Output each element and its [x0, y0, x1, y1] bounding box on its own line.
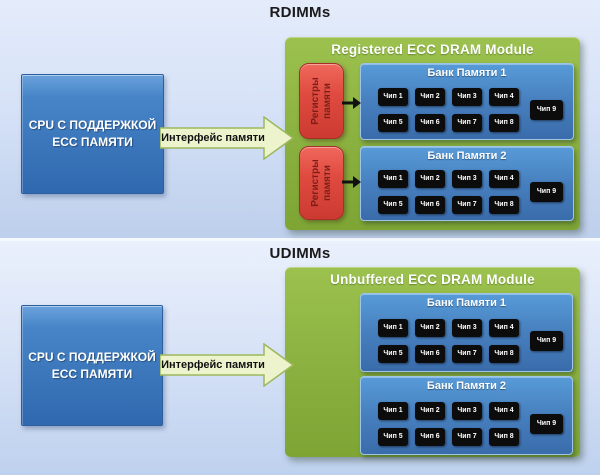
chip: Чип 5 [378, 195, 408, 214]
memory-register-1-label: Регистры памяти [309, 77, 333, 125]
rdimm-memory-bank-1: Банк Памяти 1 Чип 1 Чип 2 Чип 3 Чип 4 Чи… [360, 63, 574, 140]
register-to-bank-arrow-icon [342, 176, 361, 188]
memory-interface-arrow-icon [160, 116, 294, 160]
chip: Чип 7 [452, 195, 482, 214]
chip: Чип 5 [378, 344, 408, 363]
chip: Чип 8 [489, 113, 519, 132]
unbuffered-module: Unbuffered ECC DRAM Module Банк Памяти 1… [285, 267, 580, 457]
chip: Чип 5 [378, 427, 408, 446]
chip: Чип 1 [378, 169, 408, 188]
chip: Чип 7 [452, 113, 482, 132]
chip: Чип 6 [415, 113, 445, 132]
chip: Чип 8 [489, 344, 519, 363]
register-to-bank-arrow-icon [342, 97, 361, 109]
chip: Чип 6 [415, 427, 445, 446]
chip: Чип 9 [530, 181, 563, 202]
bank-chips: Чип 1 Чип 2 Чип 3 Чип 4 Чип 5 Чип 6 Чип … [361, 164, 573, 219]
chip: Чип 9 [530, 99, 563, 120]
chip: Чип 2 [415, 401, 445, 420]
chip: Чип 2 [415, 318, 445, 337]
chip: Чип 1 [378, 318, 408, 337]
chip: Чип 8 [489, 195, 519, 214]
memory-interface-arrow-icon [160, 343, 294, 387]
chip: Чип 4 [489, 401, 519, 420]
memory-register-1: Регистры памяти [299, 63, 344, 139]
unbuffered-module-title: Unbuffered ECC DRAM Module [330, 272, 535, 287]
memory-interface-label: Интерфейс памяти [161, 132, 265, 144]
udimm-memory-bank-1: Банк Памяти 1 Чип 1 Чип 2 Чип 3 Чип 4 Чи… [360, 293, 573, 372]
cpu-label-line2: ECC ПАМЯТИ [52, 135, 133, 149]
chip: Чип 2 [415, 87, 445, 106]
memory-register-2: Регистры памяти [299, 146, 344, 220]
cpu-label-line2: ECC ПАМЯТИ [51, 366, 133, 381]
bank-chips: Чип 1 Чип 2 Чип 3 Чип 4 Чип 5 Чип 6 Чип … [361, 394, 572, 453]
registered-module: Registered ECC DRAM Module Регистры памя… [285, 37, 580, 230]
udimm-memory-bank-2: Банк Памяти 2 Чип 1 Чип 2 Чип 3 Чип 4 Чи… [360, 376, 573, 455]
memory-register-2-label: Регистры памяти [309, 159, 333, 207]
bank-title: Банк Памяти 1 [426, 297, 507, 309]
bank-title: Банк Памяти 1 [427, 67, 507, 79]
chip: Чип 3 [452, 169, 482, 188]
chip: Чип 3 [452, 87, 482, 106]
chip: Чип 3 [452, 318, 482, 337]
memory-interface-label: Интерфейс памяти [161, 359, 265, 371]
cpu-label-line1: CPU С ПОДДЕРЖКОЙ [28, 118, 157, 132]
chip: Чип 6 [415, 344, 445, 363]
bank-title: Банк Памяти 2 [427, 150, 507, 162]
bank-chips: Чип 1 Чип 2 Чип 3 Чип 4 Чип 5 Чип 6 Чип … [361, 81, 573, 138]
udimm-section-title: UDIMMs [269, 245, 331, 262]
chip: Чип 2 [415, 169, 445, 188]
cpu-label-line1: CPU С ПОДДЕРЖКОЙ [28, 349, 156, 364]
chip: Чип 9 [530, 330, 563, 351]
chip: Чип 5 [378, 113, 408, 132]
chip: Чип 6 [415, 195, 445, 214]
bank-title: Банк Памяти 2 [426, 380, 507, 392]
chip: Чип 4 [489, 87, 519, 106]
chip: Чип 7 [452, 344, 482, 363]
chip: Чип 7 [452, 427, 482, 446]
chip: Чип 3 [452, 401, 482, 420]
rdimm-memory-bank-2: Банк Памяти 2 Чип 1 Чип 2 Чип 3 Чип 4 Чи… [360, 146, 574, 221]
chip: Чип 9 [530, 413, 563, 434]
chip: Чип 8 [489, 427, 519, 446]
cpu-box-udimm: CPU С ПОДДЕРЖКОЙ ECC ПАМЯТИ [21, 305, 163, 426]
chip: Чип 4 [489, 318, 519, 337]
chip: Чип 1 [378, 87, 408, 106]
registered-module-title: Registered ECC DRAM Module [331, 42, 534, 57]
cpu-box-rdimm: CPU С ПОДДЕРЖКОЙ ECC ПАМЯТИ [21, 74, 164, 194]
chip: Чип 1 [378, 401, 408, 420]
bank-chips: Чип 1 Чип 2 Чип 3 Чип 4 Чип 5 Чип 6 Чип … [361, 311, 572, 370]
chip: Чип 4 [489, 169, 519, 188]
rdimm-section-title: RDIMMs [269, 4, 331, 21]
